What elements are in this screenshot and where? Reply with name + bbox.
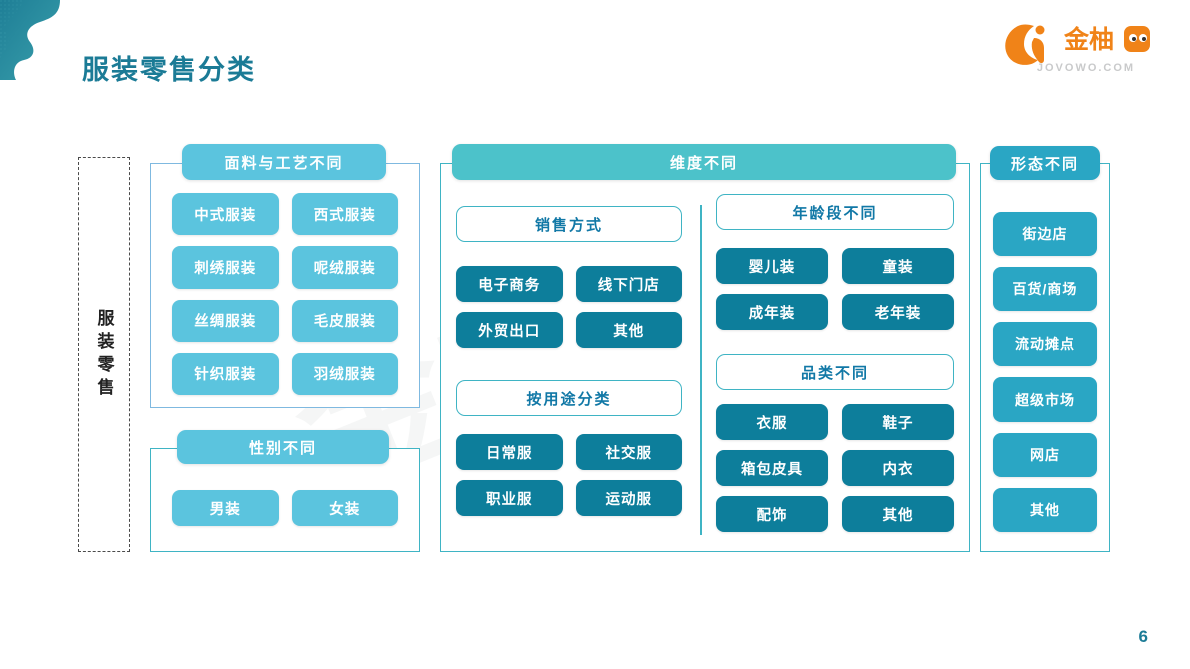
group-title-age-range: 年龄段不同 bbox=[716, 194, 954, 230]
panel-gender-header: 性别不同 bbox=[177, 430, 389, 464]
age-range-item-1[interactable]: 婴儿装 bbox=[716, 248, 828, 284]
category-item-6[interactable]: 其他 bbox=[842, 496, 954, 532]
group-title-category: 品类不同 bbox=[716, 354, 954, 390]
age-range-item-3[interactable]: 成年装 bbox=[716, 294, 828, 330]
svg-text:金柚: 金柚 bbox=[1063, 25, 1114, 54]
corner-blob-decoration bbox=[0, 0, 90, 85]
panel-fabric-items: 中式服装西式服装刺绣服装呢绒服装丝绸服装毛皮服装针织服装羽绒服装 bbox=[172, 193, 398, 395]
group-title-by-use: 按用途分类 bbox=[456, 380, 682, 416]
group-title-sales-method: 销售方式 bbox=[456, 206, 682, 242]
fabric-item-2[interactable]: 西式服装 bbox=[291, 193, 398, 236]
fabric-item-7[interactable]: 针织服装 bbox=[172, 352, 279, 395]
fabric-item-5[interactable]: 丝绸服装 bbox=[172, 299, 279, 342]
sales-method-item-1[interactable]: 电子商务 bbox=[456, 266, 563, 302]
form-item-3[interactable]: 流动摊点 bbox=[993, 322, 1097, 367]
page-title: 服装零售分类 bbox=[82, 55, 256, 85]
panel-form-header: 形态不同 bbox=[990, 146, 1100, 180]
panel-gender-items: 男装女装 bbox=[172, 490, 398, 526]
group-items-by-use: 日常服社交服职业服运动服 bbox=[456, 434, 682, 516]
category-item-5[interactable]: 配饰 bbox=[716, 496, 828, 532]
page-number: 6 bbox=[1138, 627, 1148, 646]
logo-subtitle: JOVOWO.COM bbox=[1036, 62, 1136, 74]
category-item-4[interactable]: 内衣 bbox=[842, 450, 954, 486]
age-range-item-2[interactable]: 童装 bbox=[842, 248, 954, 284]
brand-logo: 金柚 bbox=[1000, 18, 1172, 80]
sales-method-item-4[interactable]: 其他 bbox=[575, 312, 682, 348]
group-items-category: 衣服鞋子箱包皮具内衣配饰其他 bbox=[716, 404, 954, 532]
category-item-2[interactable]: 鞋子 bbox=[842, 404, 954, 440]
category-item-3[interactable]: 箱包皮具 bbox=[716, 450, 828, 486]
by-use-item-2[interactable]: 社交服 bbox=[575, 434, 682, 470]
dimension-column-divider bbox=[700, 205, 702, 535]
panel-form-items: 街边店百货/商场流动摊点超级市场网店其他 bbox=[993, 212, 1097, 532]
fabric-item-4[interactable]: 呢绒服装 bbox=[291, 246, 398, 289]
root-node: 服装零售 bbox=[78, 157, 130, 552]
fabric-item-3[interactable]: 刺绣服装 bbox=[172, 246, 279, 289]
by-use-item-4[interactable]: 运动服 bbox=[575, 480, 682, 516]
gender-item-1[interactable]: 男装 bbox=[172, 490, 279, 526]
age-range-item-4[interactable]: 老年装 bbox=[842, 294, 954, 330]
form-item-2[interactable]: 百货/商场 bbox=[993, 267, 1097, 312]
fabric-item-1[interactable]: 中式服装 bbox=[172, 193, 279, 236]
fabric-item-8[interactable]: 羽绒服装 bbox=[291, 352, 398, 395]
fabric-item-6[interactable]: 毛皮服装 bbox=[291, 299, 398, 342]
group-items-sales-method: 电子商务线下门店外贸出口其他 bbox=[456, 266, 682, 348]
panel-dimension-header: 维度不同 bbox=[452, 144, 956, 180]
gender-item-2[interactable]: 女装 bbox=[291, 490, 398, 526]
form-item-1[interactable]: 街边店 bbox=[993, 212, 1097, 257]
form-item-5[interactable]: 网店 bbox=[993, 432, 1097, 477]
group-items-age-range: 婴儿装童装成年装老年装 bbox=[716, 248, 954, 330]
by-use-item-3[interactable]: 职业服 bbox=[456, 480, 563, 516]
form-item-6[interactable]: 其他 bbox=[993, 487, 1097, 532]
panel-fabric-header: 面料与工艺不同 bbox=[182, 144, 386, 180]
form-item-4[interactable]: 超级市场 bbox=[993, 377, 1097, 422]
root-node-label: 服装零售 bbox=[94, 308, 114, 401]
by-use-item-1[interactable]: 日常服 bbox=[456, 434, 563, 470]
category-item-1[interactable]: 衣服 bbox=[716, 404, 828, 440]
sales-method-item-3[interactable]: 外贸出口 bbox=[456, 312, 563, 348]
sales-method-item-2[interactable]: 线下门店 bbox=[575, 266, 682, 302]
